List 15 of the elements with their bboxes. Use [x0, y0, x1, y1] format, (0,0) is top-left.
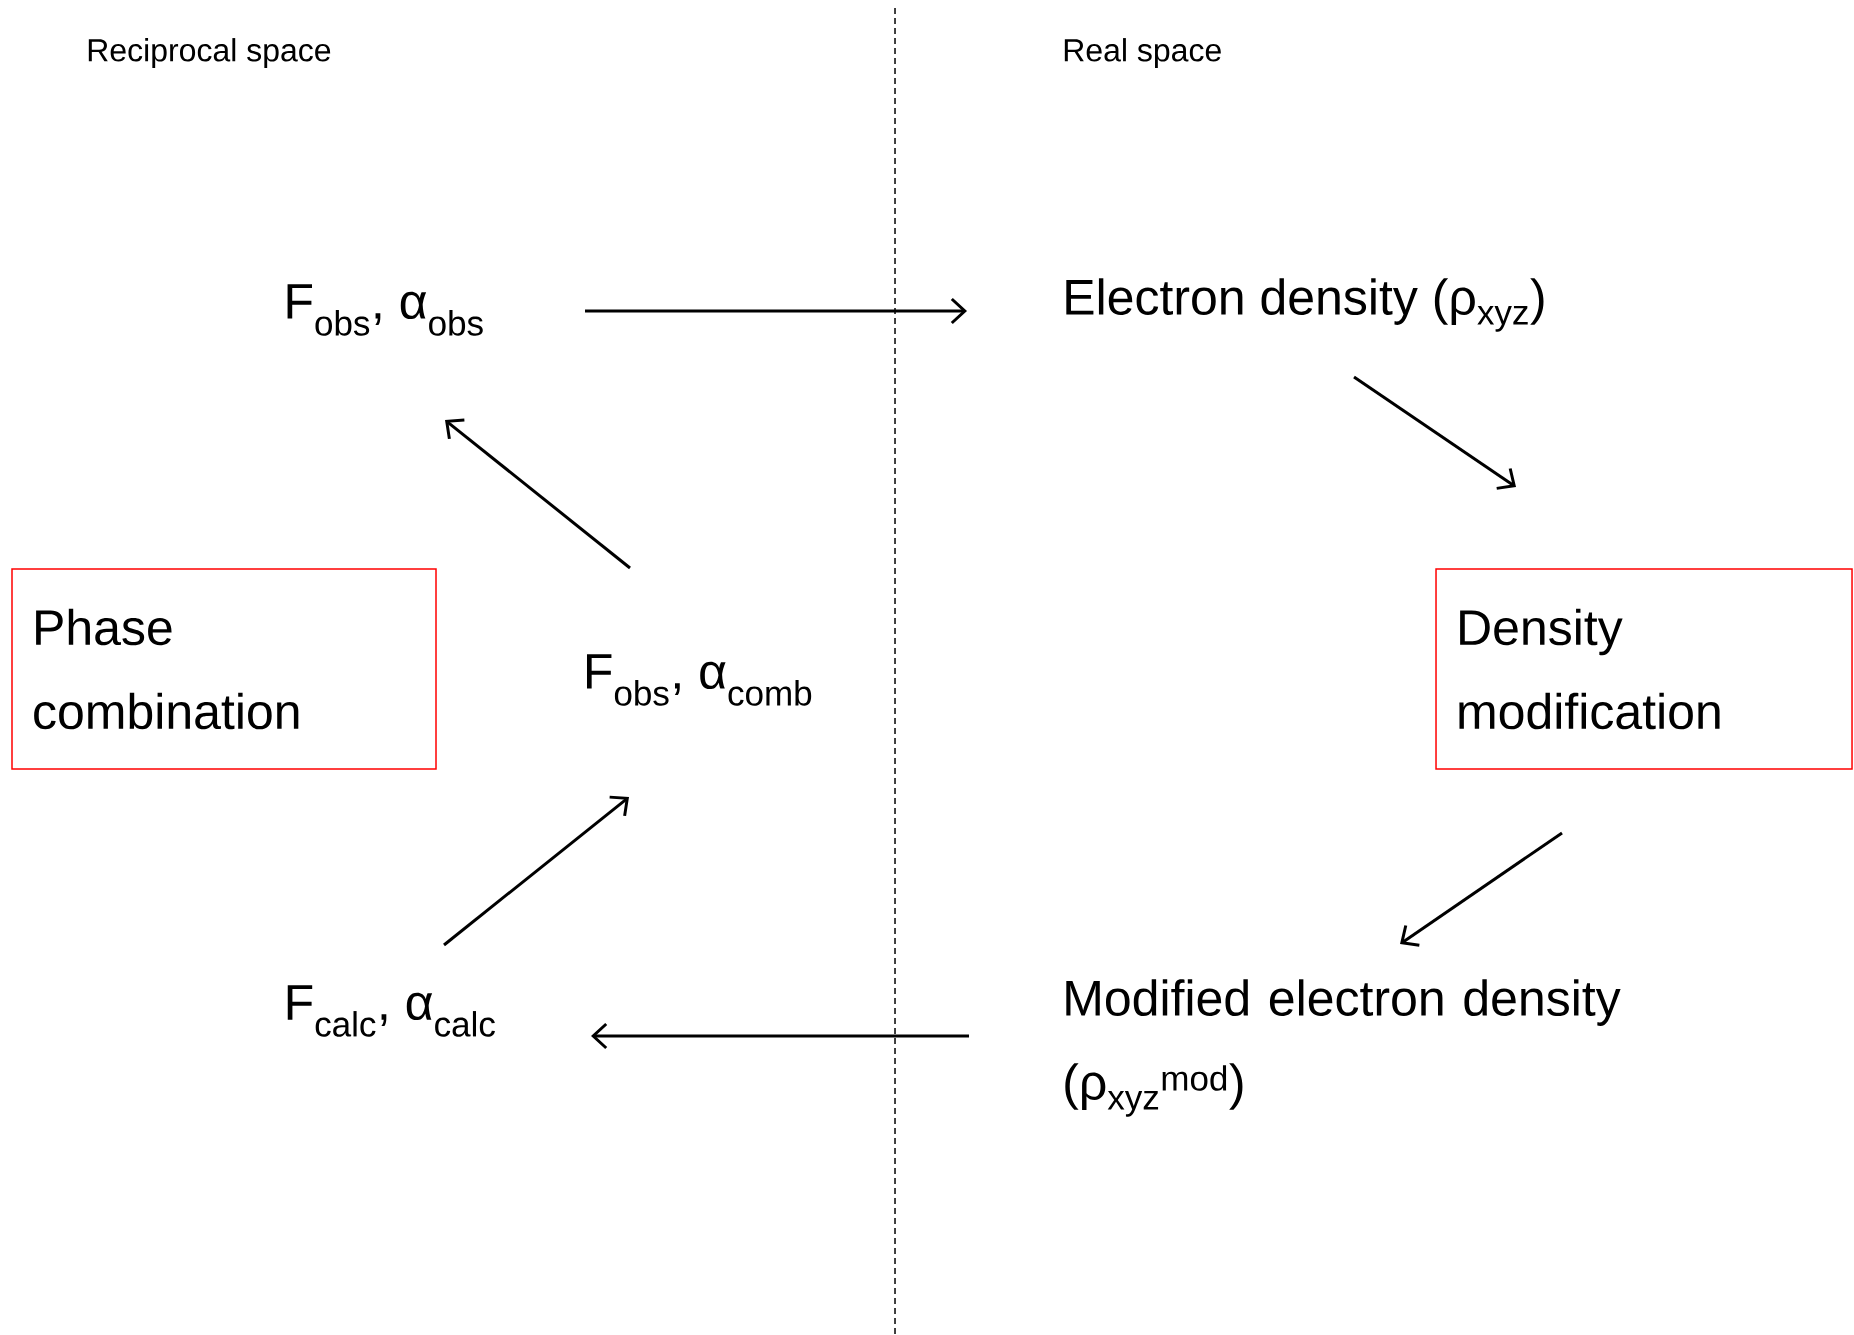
section-label: Reciprocal space: [88, 38, 331, 68]
process-box: Phase combination: [11, 568, 437, 770]
process-box: Density modification: [1435, 568, 1853, 770]
arrow: [1353, 375, 1516, 490]
arrow: [1400, 831, 1563, 947]
text-label: Modified electron density (ρ$_{xyz}$$^{mod}$): [1065, 979, 1621, 1117]
arrow: [585, 297, 967, 325]
arrow: [591, 1022, 969, 1050]
text-label: F$_{obs}$, α$_{comb}$: [587, 654, 812, 706]
arrow: [443, 795, 629, 947]
text-label: F$_{obs}$, α$_{obs}$: [287, 284, 483, 336]
section-label: Real space: [1064, 38, 1221, 68]
arrow: [445, 418, 631, 570]
text-label: F$_{calc}$, α$_{calc}$: [287, 985, 495, 1037]
text-label: Electron density (ρ$_{xyz}$): [1066, 278, 1544, 332]
